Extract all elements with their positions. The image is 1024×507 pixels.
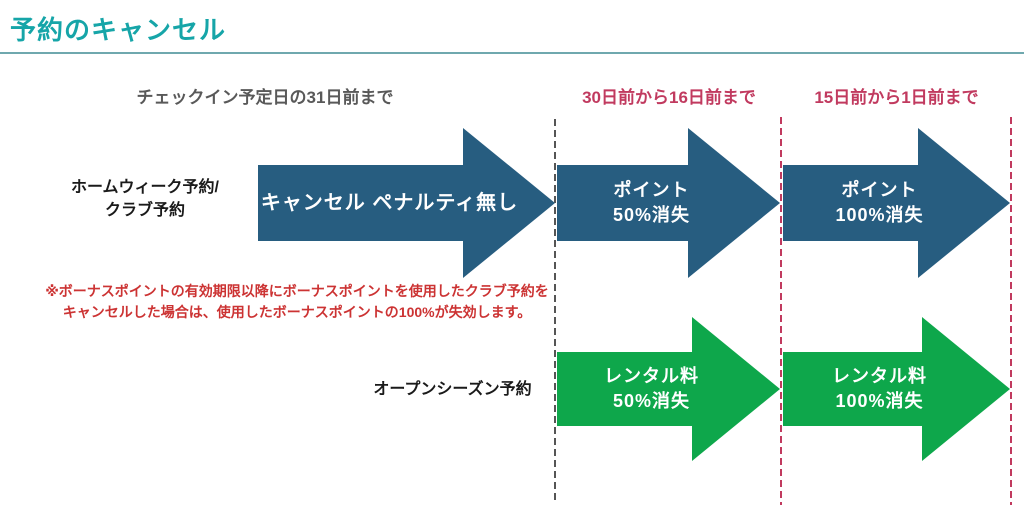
arrow-no-penalty: キャンセル ペナルティ無し (258, 128, 555, 278)
bonus-points-note-line2-prefix: キャンセルした場合は、使用したボーナスポイントの (62, 304, 399, 320)
row-label-homeweek-line1: ホームウィーク予約/ (71, 179, 219, 196)
arrow-rental-100-head-icon (922, 317, 1010, 461)
arrow-rental-50-lost: レンタル料 50%消失 (557, 317, 780, 461)
arrow-rental-100-body (783, 352, 922, 426)
arrow-points-100-head-icon (918, 128, 1010, 278)
divider-dashed-line-31days (554, 119, 556, 502)
row-label-homeweek-line2: クラブ予約 (104, 202, 185, 220)
arrow-rental-50-head-icon (692, 317, 780, 461)
arrow-no-penalty-body (258, 165, 463, 241)
row-label-homeweek-club: ホームウィーク予約/ クラブ予約 (45, 176, 245, 222)
divider-dashed-line-16days (780, 117, 782, 505)
arrow-points-50-lost: ポイント 50%消失 (557, 128, 780, 278)
page-title: 予約のキャンセル (10, 15, 227, 45)
bonus-points-note-line1: ※ボーナスポイントの有効期限以降にボーナスポイントを使用したクラブ予約を (45, 283, 549, 299)
column-header-15-to-1day: 15日前から1日前まで (814, 88, 979, 107)
divider-dashed-line-1day (1010, 117, 1012, 505)
bonus-points-note-line2-strong: 100% (398, 304, 435, 320)
title-underline (0, 52, 1024, 54)
arrow-points-100-lost: ポイント 100%消失 (783, 128, 1010, 278)
row-label-openseason: オープンシーズン予約 (373, 381, 532, 398)
arrow-rental-100-lost: レンタル料 100%消失 (783, 317, 1010, 461)
arrow-points-50-body (557, 165, 688, 241)
bonus-points-note: ※ボーナスポイントの有効期限以降にボーナスポイントを使用したクラブ予約を キャン… (42, 281, 552, 323)
bonus-points-note-line2-suffix: が失効します。 (434, 304, 532, 320)
column-header-30-to-16days: 30日前から16日前まで (582, 88, 756, 107)
column-header-before-31days: チェックイン予定日の31日前まで (136, 88, 394, 107)
arrow-points-100-body (783, 165, 918, 241)
arrow-points-50-head-icon (688, 128, 780, 278)
arrow-no-penalty-head-icon (463, 128, 555, 278)
arrow-rental-50-body (557, 352, 692, 426)
